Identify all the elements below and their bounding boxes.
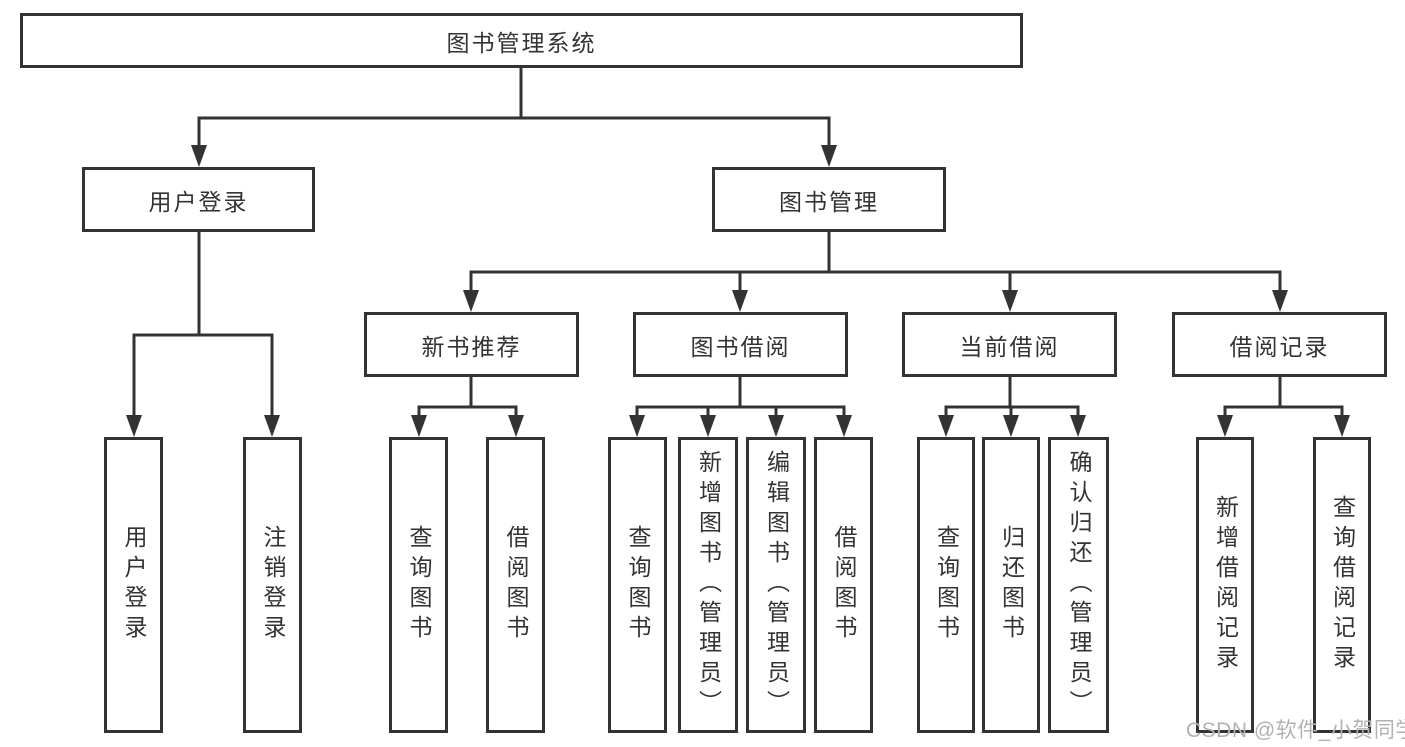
node-logout-action: 注销登录 <box>243 437 302 733</box>
node-recommend-query-books-label: 查询图书 <box>406 525 432 645</box>
node-query-borrow-record-label: 查询借阅记录 <box>1329 495 1356 675</box>
node-current-borrow-label: 当前借阅 <box>959 333 1060 360</box>
node-edit-books-admin: 编辑图书（管理员） <box>746 437 806 733</box>
node-confirm-return-admin: 确认归还（管理员） <box>1048 437 1109 733</box>
node-borrow-records: 借阅记录 <box>1172 312 1387 377</box>
node-edit-books-admin-label: 编辑图书（管理员） <box>763 450 790 720</box>
node-book-borrow: 图书借阅 <box>633 312 848 377</box>
node-root-label: 图书管理系统 <box>446 29 597 56</box>
node-current-borrow: 当前借阅 <box>902 312 1117 377</box>
node-recommend-query-books: 查询图书 <box>389 437 448 733</box>
node-root: 图书管理系统 <box>20 13 1023 68</box>
node-confirm-return-admin-label: 确认归还（管理员） <box>1066 450 1092 720</box>
node-user-login-label: 用户登录 <box>148 188 249 215</box>
node-query-borrow-record: 查询借阅记录 <box>1313 437 1371 733</box>
node-user-login-action-label: 用户登录 <box>121 525 147 645</box>
node-new-book-recommend: 新书推荐 <box>364 312 579 377</box>
node-add-books-admin-label: 新增图书（管理员） <box>695 450 722 720</box>
node-user-login: 用户登录 <box>82 167 315 232</box>
node-return-books: 归还图书 <box>982 437 1040 733</box>
node-recommend-borrow-books: 借阅图书 <box>486 437 545 733</box>
node-new-book-recommend-label: 新书推荐 <box>421 333 522 360</box>
node-book-management: 图书管理 <box>712 167 946 232</box>
node-borrow-borrow-books-label: 借阅图书 <box>831 525 857 645</box>
node-book-management-label: 图书管理 <box>779 188 879 215</box>
node-book-borrow-label: 图书借阅 <box>690 333 791 360</box>
node-add-borrow-record: 新增借阅记录 <box>1196 437 1254 733</box>
csdn-watermark: CSDN @软件_小贺同学 <box>1186 719 1405 742</box>
node-return-books-label: 归还图书 <box>998 525 1025 645</box>
node-recommend-borrow-books-label: 借阅图书 <box>503 525 529 645</box>
node-add-borrow-record-label: 新增借阅记录 <box>1212 495 1239 675</box>
node-current-query-books: 查询图书 <box>917 437 975 733</box>
node-logout-action-label: 注销登录 <box>260 525 286 645</box>
node-add-books-admin: 新增图书（管理员） <box>678 437 738 733</box>
node-borrow-borrow-books: 借阅图书 <box>814 437 873 733</box>
node-borrow-query-books-label: 查询图书 <box>625 525 651 645</box>
node-borrow-records-label: 借阅记录 <box>1229 333 1330 360</box>
node-borrow-query-books: 查询图书 <box>608 437 667 733</box>
node-user-login-action: 用户登录 <box>104 437 163 733</box>
node-current-query-books-label: 查询图书 <box>933 525 960 645</box>
